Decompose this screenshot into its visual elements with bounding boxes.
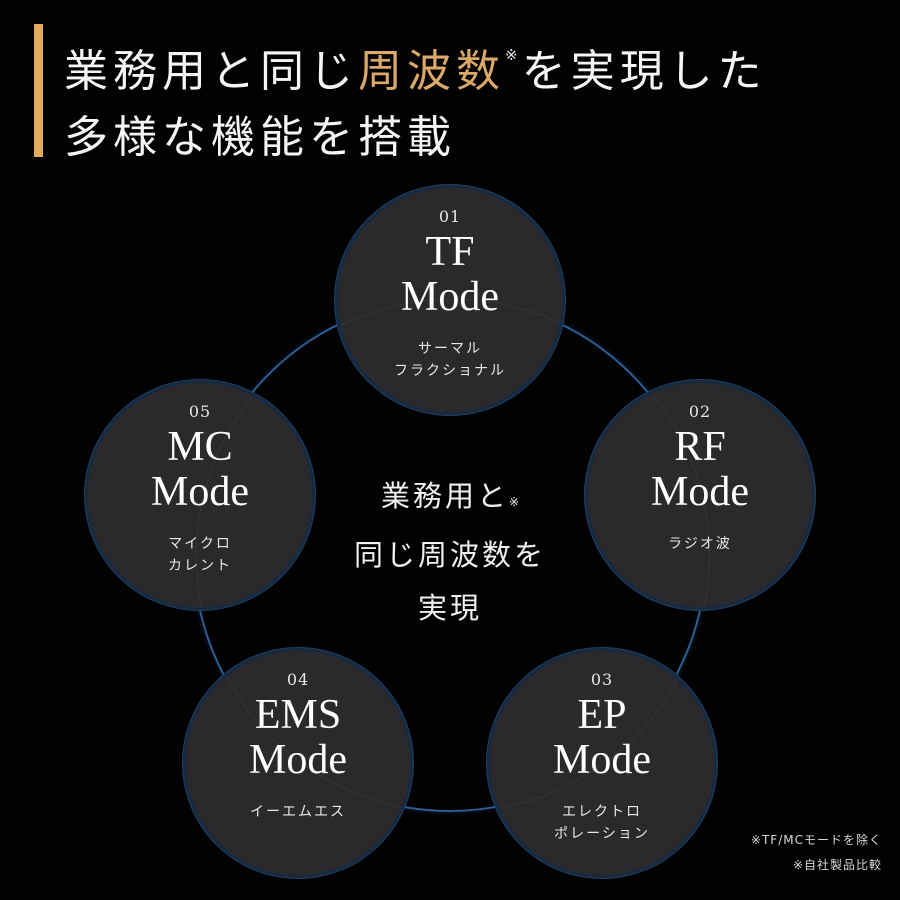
mode-title-bottom: Mode — [553, 737, 651, 783]
mode-circle-ems: 04 EMS Mode イーエムエス — [183, 648, 413, 878]
mode-number: 03 — [590, 670, 614, 689]
mode-number: 05 — [188, 402, 212, 421]
mode-title-top: MC — [167, 424, 233, 470]
mode-circle-rf: 02 RF Mode ラジオ波 — [585, 380, 815, 610]
center-caption-line: 同じ周波数を — [353, 538, 546, 572]
mode-subtitle-line: マイクロ — [168, 536, 232, 552]
mode-title-bottom: Mode — [401, 274, 499, 320]
mode-subtitle: イーエムエス — [186, 801, 410, 823]
mode-subtitle-line: イーエムエス — [250, 804, 346, 820]
mode-subtitle-line: ポレーション — [554, 826, 650, 842]
headline-line-2: 多様な機能を搭載 — [64, 112, 456, 163]
mode-subtitle: エレクトロ ポレーション — [490, 801, 714, 845]
center-caption-line: 実現 — [417, 591, 482, 625]
mode-title-bottom: Mode — [651, 469, 749, 515]
mode-number: 02 — [688, 402, 712, 421]
mode-subtitle-line: フラクショナル — [394, 363, 506, 379]
mode-subtitle-line: ラジオ波 — [668, 536, 732, 552]
mode-title: EP Mode — [490, 693, 714, 783]
mode-number: 01 — [438, 207, 462, 226]
mode-circle-tf: 01 TF Mode サーマル フラクショナル — [335, 185, 565, 415]
footnote: ※TF/MCモードを除く — [750, 833, 882, 847]
center-caption-line: 業務用と※ — [300, 470, 600, 529]
headline: 業務用と同じ周波数※を実現した 多様な機能を搭載 — [64, 22, 767, 171]
mode-title: RF Mode — [588, 425, 812, 515]
footnote-mark: ※ — [505, 46, 518, 64]
headline-accent-text: 周波数 — [358, 46, 505, 97]
center-caption: 業務用と※ 同じ周波数を 実現 — [300, 470, 600, 635]
footnote-mark: ※ — [508, 495, 520, 509]
footnotes: ※TF/MCモードを除く ※自社製品比較 — [751, 828, 882, 878]
headline-text: 業務用と同じ — [64, 46, 358, 97]
mode-title: MC Mode — [88, 425, 312, 515]
headline-text: を実現した — [521, 46, 767, 97]
headline-line-1: 業務用と同じ周波数※を実現した — [64, 22, 767, 105]
center-caption-text: 業務用と — [380, 479, 509, 513]
mode-title: TF Mode — [338, 230, 562, 320]
mode-title-bottom: Mode — [151, 469, 249, 515]
mode-title-top: RF — [674, 424, 726, 470]
mode-subtitle: サーマル フラクショナル — [338, 338, 562, 382]
footnote: ※自社製品比較 — [792, 858, 882, 872]
mode-title-bottom: Mode — [249, 737, 347, 783]
mode-number: 04 — [286, 670, 310, 689]
mode-title-top: TF — [425, 229, 475, 275]
mode-circle-mc: 05 MC Mode マイクロ カレント — [85, 380, 315, 610]
mode-subtitle: マイクロ カレント — [88, 533, 312, 577]
mode-circle-ep: 03 EP Mode エレクトロ ポレーション — [487, 648, 717, 878]
mode-title-top: EMS — [254, 692, 342, 738]
mode-subtitle-line: サーマル — [418, 341, 482, 357]
mode-title-top: EP — [577, 692, 627, 738]
mode-subtitle: ラジオ波 — [588, 533, 812, 555]
accent-bar — [34, 24, 43, 157]
mode-subtitle-line: カレント — [168, 558, 232, 574]
mode-title: EMS Mode — [186, 693, 410, 783]
mode-subtitle-line: エレクトロ — [562, 804, 642, 820]
